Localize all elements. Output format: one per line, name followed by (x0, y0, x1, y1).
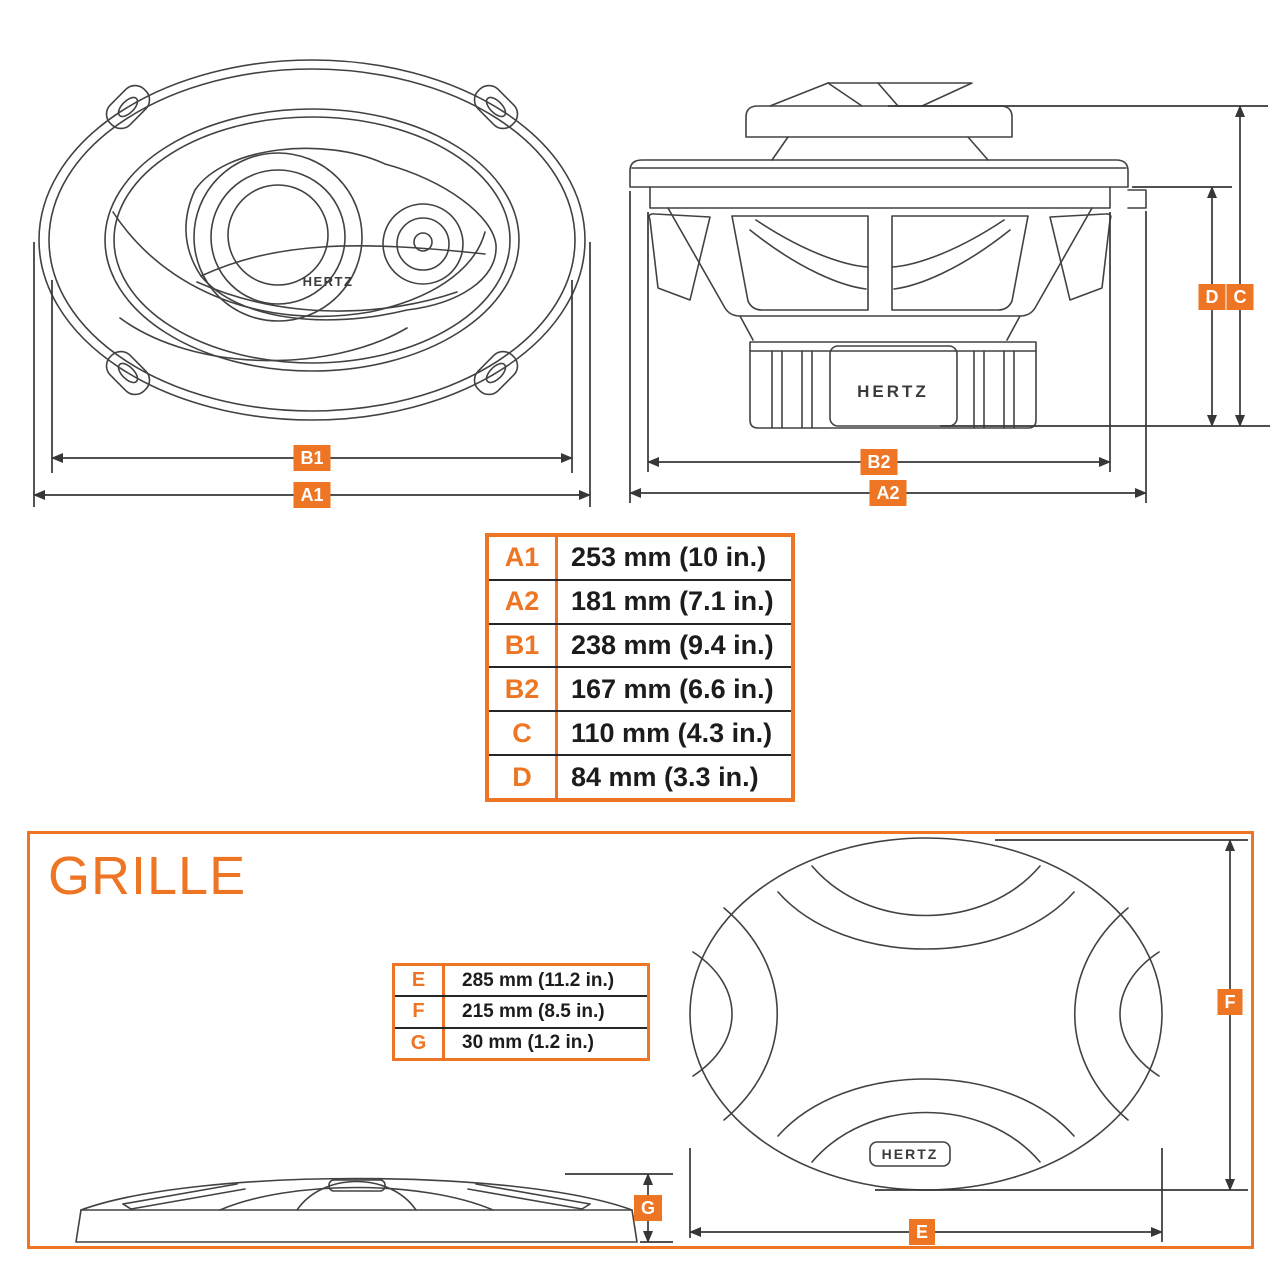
dim-label: G (395, 1028, 445, 1058)
table-row: E 285 mm (11.2 in.) (395, 966, 647, 996)
table-row: C 110 mm (4.3 in.) (489, 710, 791, 755)
dim-badge-a1: A1 (293, 482, 331, 508)
grille-section-title: GRILLE (48, 846, 247, 906)
table-row: A2 181 mm (7.1 in.) (489, 578, 791, 623)
dim-label: B2 (489, 668, 558, 711)
side-view-brand-logo: HERTZ (857, 382, 929, 401)
front-view-brand-logo: HERTZ (303, 274, 354, 289)
table-row: D 84 mm (3.3 in.) (489, 754, 791, 798)
speaker-side-view-drawing: HERTZ (629, 82, 1270, 503)
dim-value: 110 mm (4.3 in.) (571, 717, 773, 748)
mount-ear-bottom-left (105, 350, 151, 396)
table-row: A1 253 mm (10 in.) (489, 537, 791, 579)
dim-label: A2 (489, 580, 558, 623)
side-view-dimension-lines (629, 105, 1270, 503)
dim-badge-f: F (1217, 989, 1243, 1015)
dim-badge-d: D (1198, 284, 1226, 310)
table-row: G 30 mm (1.2 in.) (395, 1026, 647, 1058)
grille-section-box (27, 831, 1254, 1249)
dim-badge-e: E (908, 1219, 936, 1245)
dim-value: 84 mm (3.3 in.) (571, 761, 759, 792)
grille-dimensions-table: E 285 mm (11.2 in.) F 215 mm (8.5 in.) G… (392, 963, 650, 1061)
dim-badge-c: C (1226, 284, 1254, 310)
dim-value: 238 mm (9.4 in.) (571, 630, 774, 661)
dim-label: F (395, 997, 445, 1027)
dim-label: D (489, 756, 558, 798)
mount-ear-top-right (473, 84, 519, 130)
dim-badge-a2: A2 (869, 480, 907, 506)
dim-label: B1 (489, 624, 558, 667)
dim-value: 253 mm (10 in.) (571, 542, 767, 573)
table-row: B2 167 mm (6.6 in.) (489, 666, 791, 711)
grille-profile-drawing (75, 1173, 673, 1243)
mount-ear-bottom-right (473, 350, 519, 396)
dim-value: 215 mm (8.5 in.) (462, 1000, 605, 1022)
dim-value: 30 mm (1.2 in.) (462, 1032, 594, 1054)
mount-ear-top-left (105, 84, 151, 130)
grille-front-drawing: HERTZ (689, 837, 1248, 1242)
dim-badge-b2: B2 (860, 449, 898, 475)
dim-badge-b1: B1 (293, 445, 331, 471)
dim-value: 285 mm (11.2 in.) (462, 969, 615, 991)
dim-label: E (395, 966, 445, 996)
table-row: B1 238 mm (9.4 in.) (489, 622, 791, 667)
dim-value: 167 mm (6.6 in.) (571, 673, 774, 704)
dim-value: 181 mm (7.1 in.) (571, 586, 774, 617)
speaker-front-view-drawing: HERTZ (33, 59, 591, 507)
dim-badge-g: G (633, 1195, 663, 1221)
grille-brand-logo: HERTZ (882, 1146, 939, 1162)
dim-label: A1 (489, 537, 558, 579)
dim-label: C (489, 712, 558, 755)
table-row: F 215 mm (8.5 in.) (395, 995, 647, 1027)
dimensions-table: A1 253 mm (10 in.) A2 181 mm (7.1 in.) B… (485, 533, 795, 802)
